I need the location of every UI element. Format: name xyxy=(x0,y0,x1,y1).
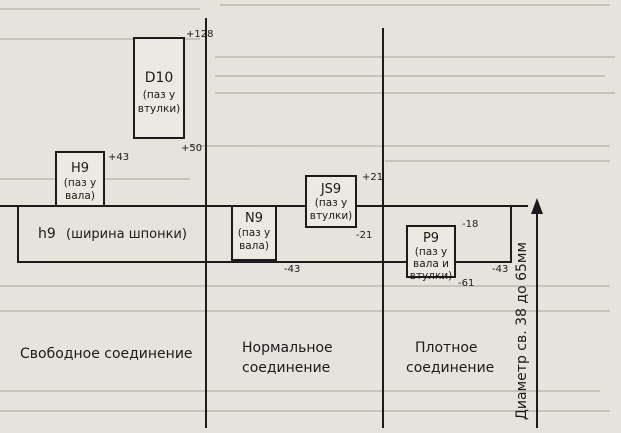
n9-desc-2: вала) xyxy=(239,240,269,252)
h9-shaft-desc: (ширина шпонки) xyxy=(66,227,187,242)
p9-desc-1: (паз у xyxy=(415,246,448,258)
js9-lower: -21 xyxy=(356,230,372,241)
d10-code: D10 xyxy=(145,70,174,86)
section-tight-1: Плотное xyxy=(415,340,478,356)
diameter-axis-arrow xyxy=(531,198,543,214)
n9-desc-1: (паз у xyxy=(238,227,271,239)
p9-code: P9 xyxy=(423,231,439,246)
h9-hole-desc-2: вала) xyxy=(65,190,95,202)
h9-hole-upper: +43 xyxy=(108,152,129,163)
js9-field xyxy=(305,175,357,228)
n9-field xyxy=(231,205,277,261)
section-tight-2: соединение xyxy=(406,360,494,376)
p9-upper: -18 xyxy=(462,219,478,230)
h9-shaft-code: h9 xyxy=(38,226,56,242)
d10-desc-1: (паз у xyxy=(143,89,176,101)
section-free: Свободное соединение xyxy=(20,346,193,362)
shaft-lower-right: -43 xyxy=(492,264,508,275)
d10-lower: +50 xyxy=(181,143,202,154)
js9-desc-2: втулки) xyxy=(310,210,353,222)
section-normal-1: Нормальное xyxy=(242,340,333,356)
n9-code: N9 xyxy=(245,211,263,226)
h9-shaft-field xyxy=(17,206,512,263)
diameter-axis-label: Диаметр св. 38 до 65мм xyxy=(514,242,530,420)
js9-upper: +21 xyxy=(362,172,383,183)
p9-desc-2: вала и xyxy=(413,258,449,270)
p9-desc-3: втулки) xyxy=(410,270,453,282)
d10-upper: +128 xyxy=(186,29,213,40)
h9-hole-field xyxy=(55,151,105,207)
p9-field xyxy=(406,225,456,278)
d10-field xyxy=(133,37,185,139)
h9-hole-code: H9 xyxy=(71,161,89,176)
h9-hole-desc-1: (паз у xyxy=(64,177,97,189)
p9-lower: -61 xyxy=(458,278,474,289)
section-normal-2: соединение xyxy=(242,360,330,376)
js9-desc-1: (паз у xyxy=(315,197,348,209)
n9-lower: -43 xyxy=(284,264,300,275)
d10-desc-2: втулки) xyxy=(138,103,181,115)
js9-code: JS9 xyxy=(320,182,341,197)
